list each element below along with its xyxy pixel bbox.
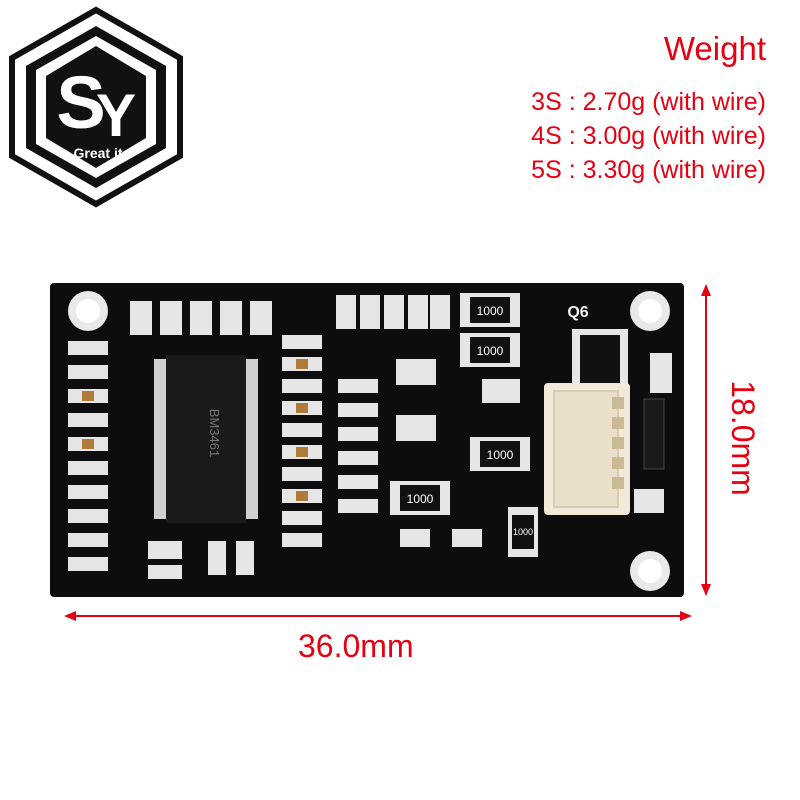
- resistor-label-5: 1000: [513, 527, 533, 537]
- weight-line-4s: 4S : 3.00g (with wire): [531, 122, 766, 150]
- logo-letter-s: S: [56, 61, 105, 144]
- width-dimension-label: 36.0mm: [298, 628, 414, 664]
- resistor-label-2: 1000: [477, 344, 504, 358]
- weight-line-5s: 5S : 3.30g (with wire): [531, 156, 766, 184]
- brand-logo: S Y Great it: [9, 6, 183, 208]
- resistor-label-3: 1000: [487, 448, 514, 462]
- silkscreen-q6: Q6: [567, 304, 588, 321]
- weight-title: Weight: [663, 30, 766, 67]
- height-dimension-label: 18.0mm: [725, 380, 761, 496]
- resistor-label-4: 1000: [407, 492, 434, 506]
- weight-line-3s: 3S : 2.70g (with wire): [531, 88, 766, 116]
- resistor-label-1: 1000: [477, 304, 504, 318]
- chip-marking: BM3461: [207, 409, 222, 457]
- logo-letter-y: Y: [96, 82, 136, 149]
- pcb-board: BM3461 1000 1000 1000 1000 1000 Q6: [50, 283, 684, 597]
- logo-tagline: Great it: [73, 145, 122, 161]
